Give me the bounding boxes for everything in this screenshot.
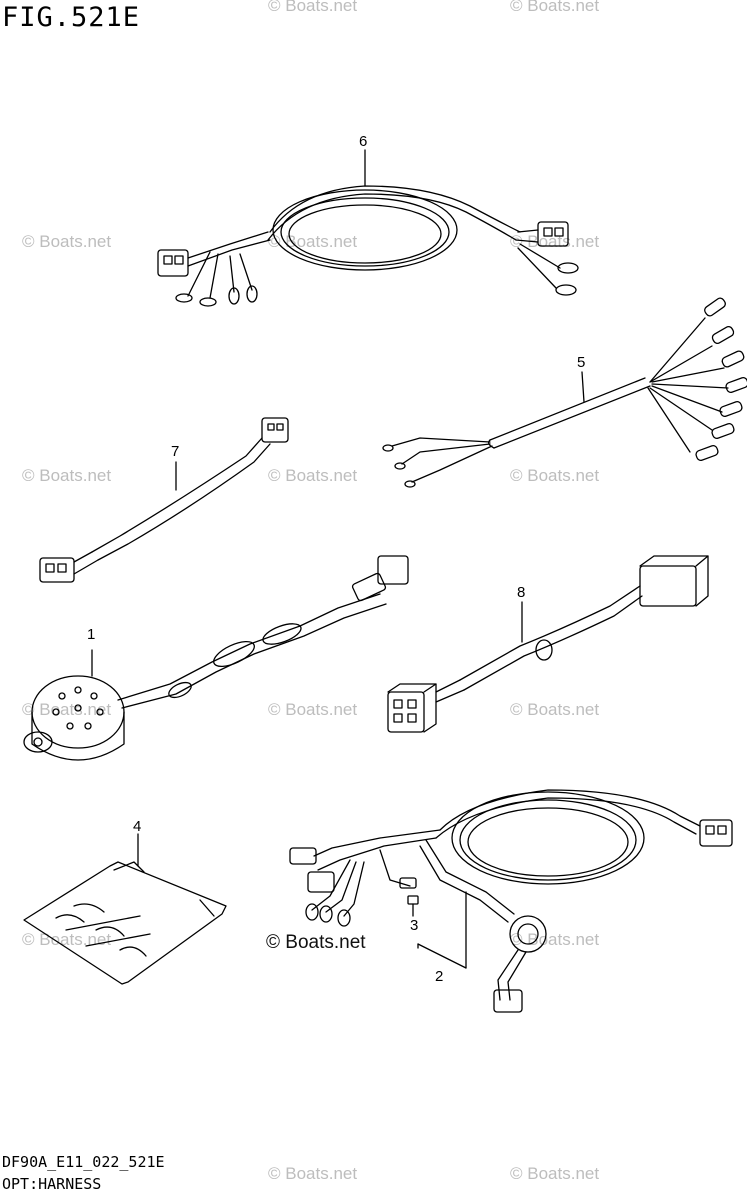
watermark: © Boats.net [268, 700, 358, 719]
part-7-short-adapter-harness [39, 417, 289, 583]
part-1-buzzer-harness [23, 555, 409, 761]
watermark: © Boats.net [510, 232, 600, 251]
section-name: OPT:HARNESS [2, 1175, 102, 1193]
watermark: © Boats.net [268, 0, 358, 15]
watermark: © Boats.net [268, 466, 358, 485]
watermark: © Boats.net [510, 0, 600, 15]
callout-1: 1 [87, 626, 96, 643]
watermark: © Boats.net [22, 466, 112, 485]
callout-6: 6 [359, 133, 368, 150]
part-2-main-harness [289, 789, 733, 1013]
watermark: © Boats.net [510, 1164, 600, 1183]
watermark: © Boats.net [22, 700, 112, 719]
part-8-connector-harness [387, 555, 709, 733]
watermark: © Boats.net [268, 1164, 358, 1183]
watermark: © Boats.net [510, 930, 600, 949]
watermark: © Boats.net [22, 930, 112, 949]
callout-4: 4 [133, 818, 142, 835]
watermark: © Boats.net [268, 232, 358, 251]
part-4-parts-bag [23, 833, 227, 985]
part-6-extension-harness [157, 149, 579, 307]
watermark: © Boats.net [22, 232, 112, 251]
model-code: DF90A_E11_022_521E [2, 1153, 165, 1171]
callout-3: 3 [410, 917, 419, 934]
watermark: © Boats.net [510, 466, 600, 485]
callout-7: 7 [171, 443, 180, 460]
callout-5: 5 [577, 354, 586, 371]
watermark: © Boats.net [510, 700, 600, 719]
watermark-primary: © Boats.net [266, 932, 366, 953]
part-5-lead-wire-harness [382, 297, 747, 488]
part-3-fuse [407, 895, 419, 917]
callout-8: 8 [517, 584, 526, 601]
callout-2: 2 [435, 968, 444, 985]
figure-title: FIG.521E [2, 2, 141, 33]
